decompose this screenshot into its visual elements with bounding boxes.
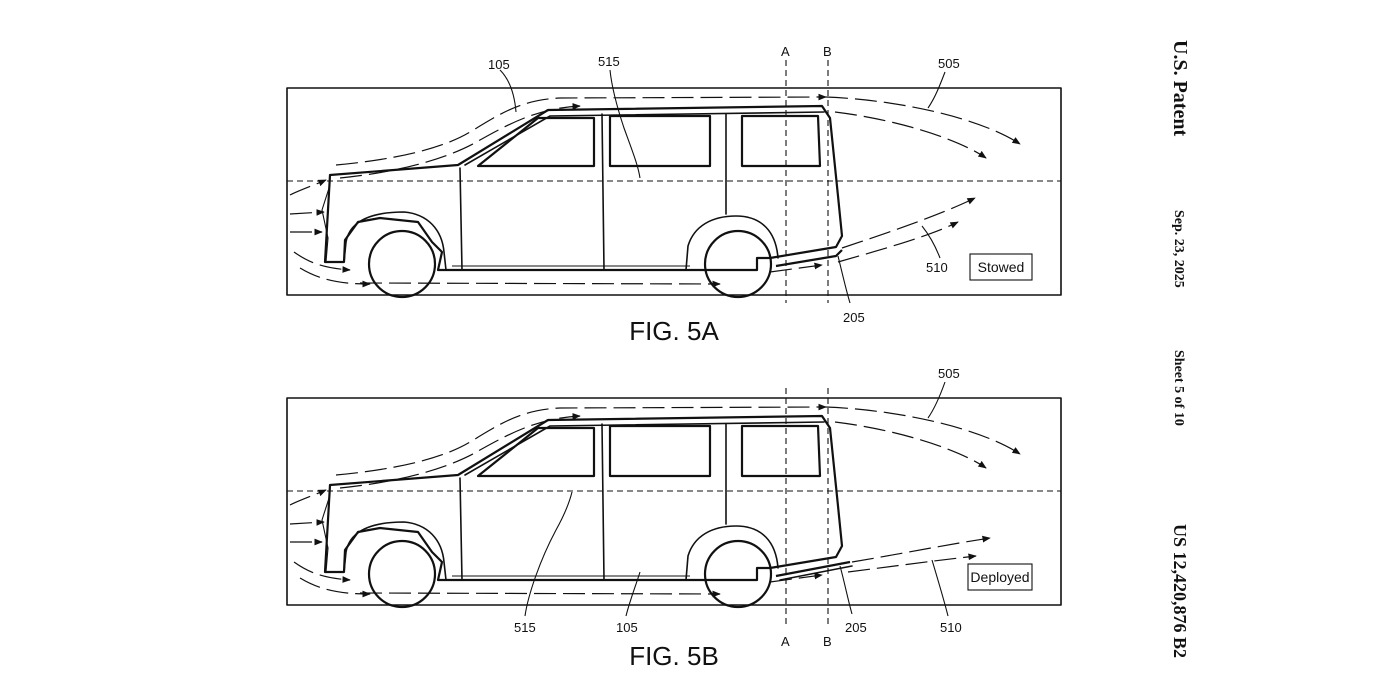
ref-510-5b: 510 xyxy=(940,620,962,635)
leader-205-5b xyxy=(839,565,853,615)
ref-505-5b: 505 xyxy=(938,366,960,381)
airflow-arrows-5a xyxy=(290,97,1020,284)
header-office: U.S. Patent xyxy=(1169,40,1191,136)
device-205-deployed-edge xyxy=(779,565,853,581)
section-label-a-5b: A xyxy=(781,634,790,649)
ref-515-5b: 515 xyxy=(514,620,536,635)
leader-510-5a xyxy=(921,225,941,259)
ref-515-5a: 515 xyxy=(598,54,620,69)
ref-105-5a: 105 xyxy=(488,57,510,72)
header-date: Sep. 23, 2025 xyxy=(1171,210,1186,288)
vehicle-drawing-5a xyxy=(320,104,844,299)
figure-caption-5a: FIG. 5A xyxy=(629,316,719,346)
lower-flow-arrow-5b xyxy=(851,535,991,563)
ref-510-5a: 510 xyxy=(926,260,948,275)
lower-flow-arrow-5a xyxy=(841,197,976,249)
vehicle-drawing-5b xyxy=(320,414,844,609)
leader-515-5a xyxy=(609,69,641,179)
state-box-5a xyxy=(969,253,1033,281)
figure-5b: 515 105 505 510 205 A B Deployed FIG. 5B xyxy=(286,366,1062,671)
section-label-a-5a: A xyxy=(781,44,790,59)
vehicle-group-5b xyxy=(290,407,1020,609)
ref-105-5b: 105 xyxy=(616,620,638,635)
header-sheet: Sheet 5 of 10 xyxy=(1171,350,1186,426)
figure-caption-5b: FIG. 5B xyxy=(629,641,719,671)
ref-505-5a: 505 xyxy=(938,56,960,71)
device-205-deployed xyxy=(775,560,851,578)
leader-515-5b xyxy=(524,491,573,617)
section-label-b-5b: B xyxy=(823,634,832,649)
airflow-arrows-5b xyxy=(290,407,1020,594)
panel-frame-5b xyxy=(286,397,1062,606)
figure-5a: 105 515 505 510 205 A B Stowed FIG. 5A xyxy=(286,44,1062,346)
leader-505-5b xyxy=(927,381,946,419)
ref-205-5b: 205 xyxy=(845,620,867,635)
leader-205-5a xyxy=(837,255,851,304)
leader-105-5b xyxy=(625,571,641,617)
leader-510-5b xyxy=(931,559,949,617)
state-label-deployed: Deployed xyxy=(970,569,1029,585)
state-box-5b xyxy=(967,563,1033,591)
ref-205-5a: 205 xyxy=(843,310,865,325)
state-label-stowed: Stowed xyxy=(978,259,1025,275)
device-205-stowed xyxy=(775,249,843,268)
panel-frame-5a xyxy=(286,87,1062,296)
leader-505-5a xyxy=(927,71,946,109)
lower-flow-arrow-5b-2 xyxy=(847,553,977,573)
leader-105-5a xyxy=(499,69,517,113)
lower-flow-arrow-5a-2 xyxy=(837,221,959,263)
header-patent-number: US 12,420,876 B2 xyxy=(1170,524,1190,658)
section-label-b-5a: B xyxy=(823,44,832,59)
